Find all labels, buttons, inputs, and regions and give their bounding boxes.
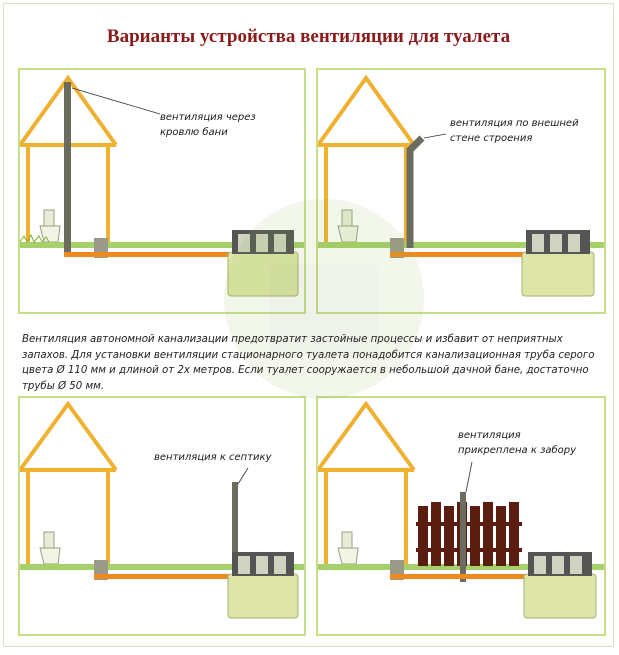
house (20, 400, 118, 570)
toilet-icon (337, 531, 359, 565)
toilet-icon (39, 209, 61, 243)
watermark-emblem (224, 199, 424, 399)
diagram-roof-ventilation (20, 74, 304, 297)
callout-line: вентиляция (458, 430, 521, 441)
septic-tank (227, 230, 299, 297)
grass (20, 233, 304, 248)
house (318, 74, 416, 248)
sewer-pipe (64, 252, 234, 257)
callout-wall: вентиляция по внешней стене строения (450, 116, 579, 146)
callout-line: вентиляция к септику (154, 452, 272, 463)
toilet-icon (39, 531, 61, 565)
septic-tank (227, 552, 299, 619)
fence (416, 502, 522, 566)
diagram-fence-ventilation (318, 400, 604, 619)
vent-pipe (406, 135, 425, 248)
page-title: Варианты устройства вентиляции для туале… (106, 26, 511, 47)
callout-line: прикреплена к забору (458, 445, 577, 456)
page: Варианты устройства вентиляции для туале… (3, 3, 614, 647)
diagram-wall-ventilation (318, 74, 604, 297)
callout-line: вентиляция по внешней (450, 118, 579, 129)
house (318, 400, 416, 570)
sewer-pipe (390, 252, 530, 257)
vent-pipe (232, 482, 238, 582)
grass (20, 564, 304, 570)
sewer-pipe (390, 574, 530, 579)
callout-roof: вентиляция через кровлю бани (160, 110, 256, 140)
grass (318, 242, 604, 248)
vent-pipe (460, 492, 466, 582)
septic-tank (523, 552, 597, 619)
description-text: Вентиляция автономной канализации предот… (22, 334, 595, 392)
callout-septic: вентиляция к септику (154, 450, 272, 465)
callout-line: вентиляция через (160, 112, 256, 123)
callout-fence: вентиляция прикреплена к забору (458, 428, 576, 458)
panel-wall-ventilation: вентиляция по внешней стене строения (316, 68, 606, 314)
septic-tank (521, 230, 595, 297)
panel-septic-ventilation: вентиляция к септику (18, 396, 306, 636)
vent-pipe (64, 82, 71, 252)
panel-fence-ventilation: вентиляция прикреплена к забору (316, 396, 606, 636)
sewer-pipe (94, 574, 234, 579)
diagram-septic-ventilation (20, 400, 304, 619)
panel-roof-ventilation: вентиляция через кровлю бани (18, 68, 306, 314)
callout-line: кровлю бани (160, 127, 228, 138)
callout-line: стене строения (450, 133, 533, 144)
